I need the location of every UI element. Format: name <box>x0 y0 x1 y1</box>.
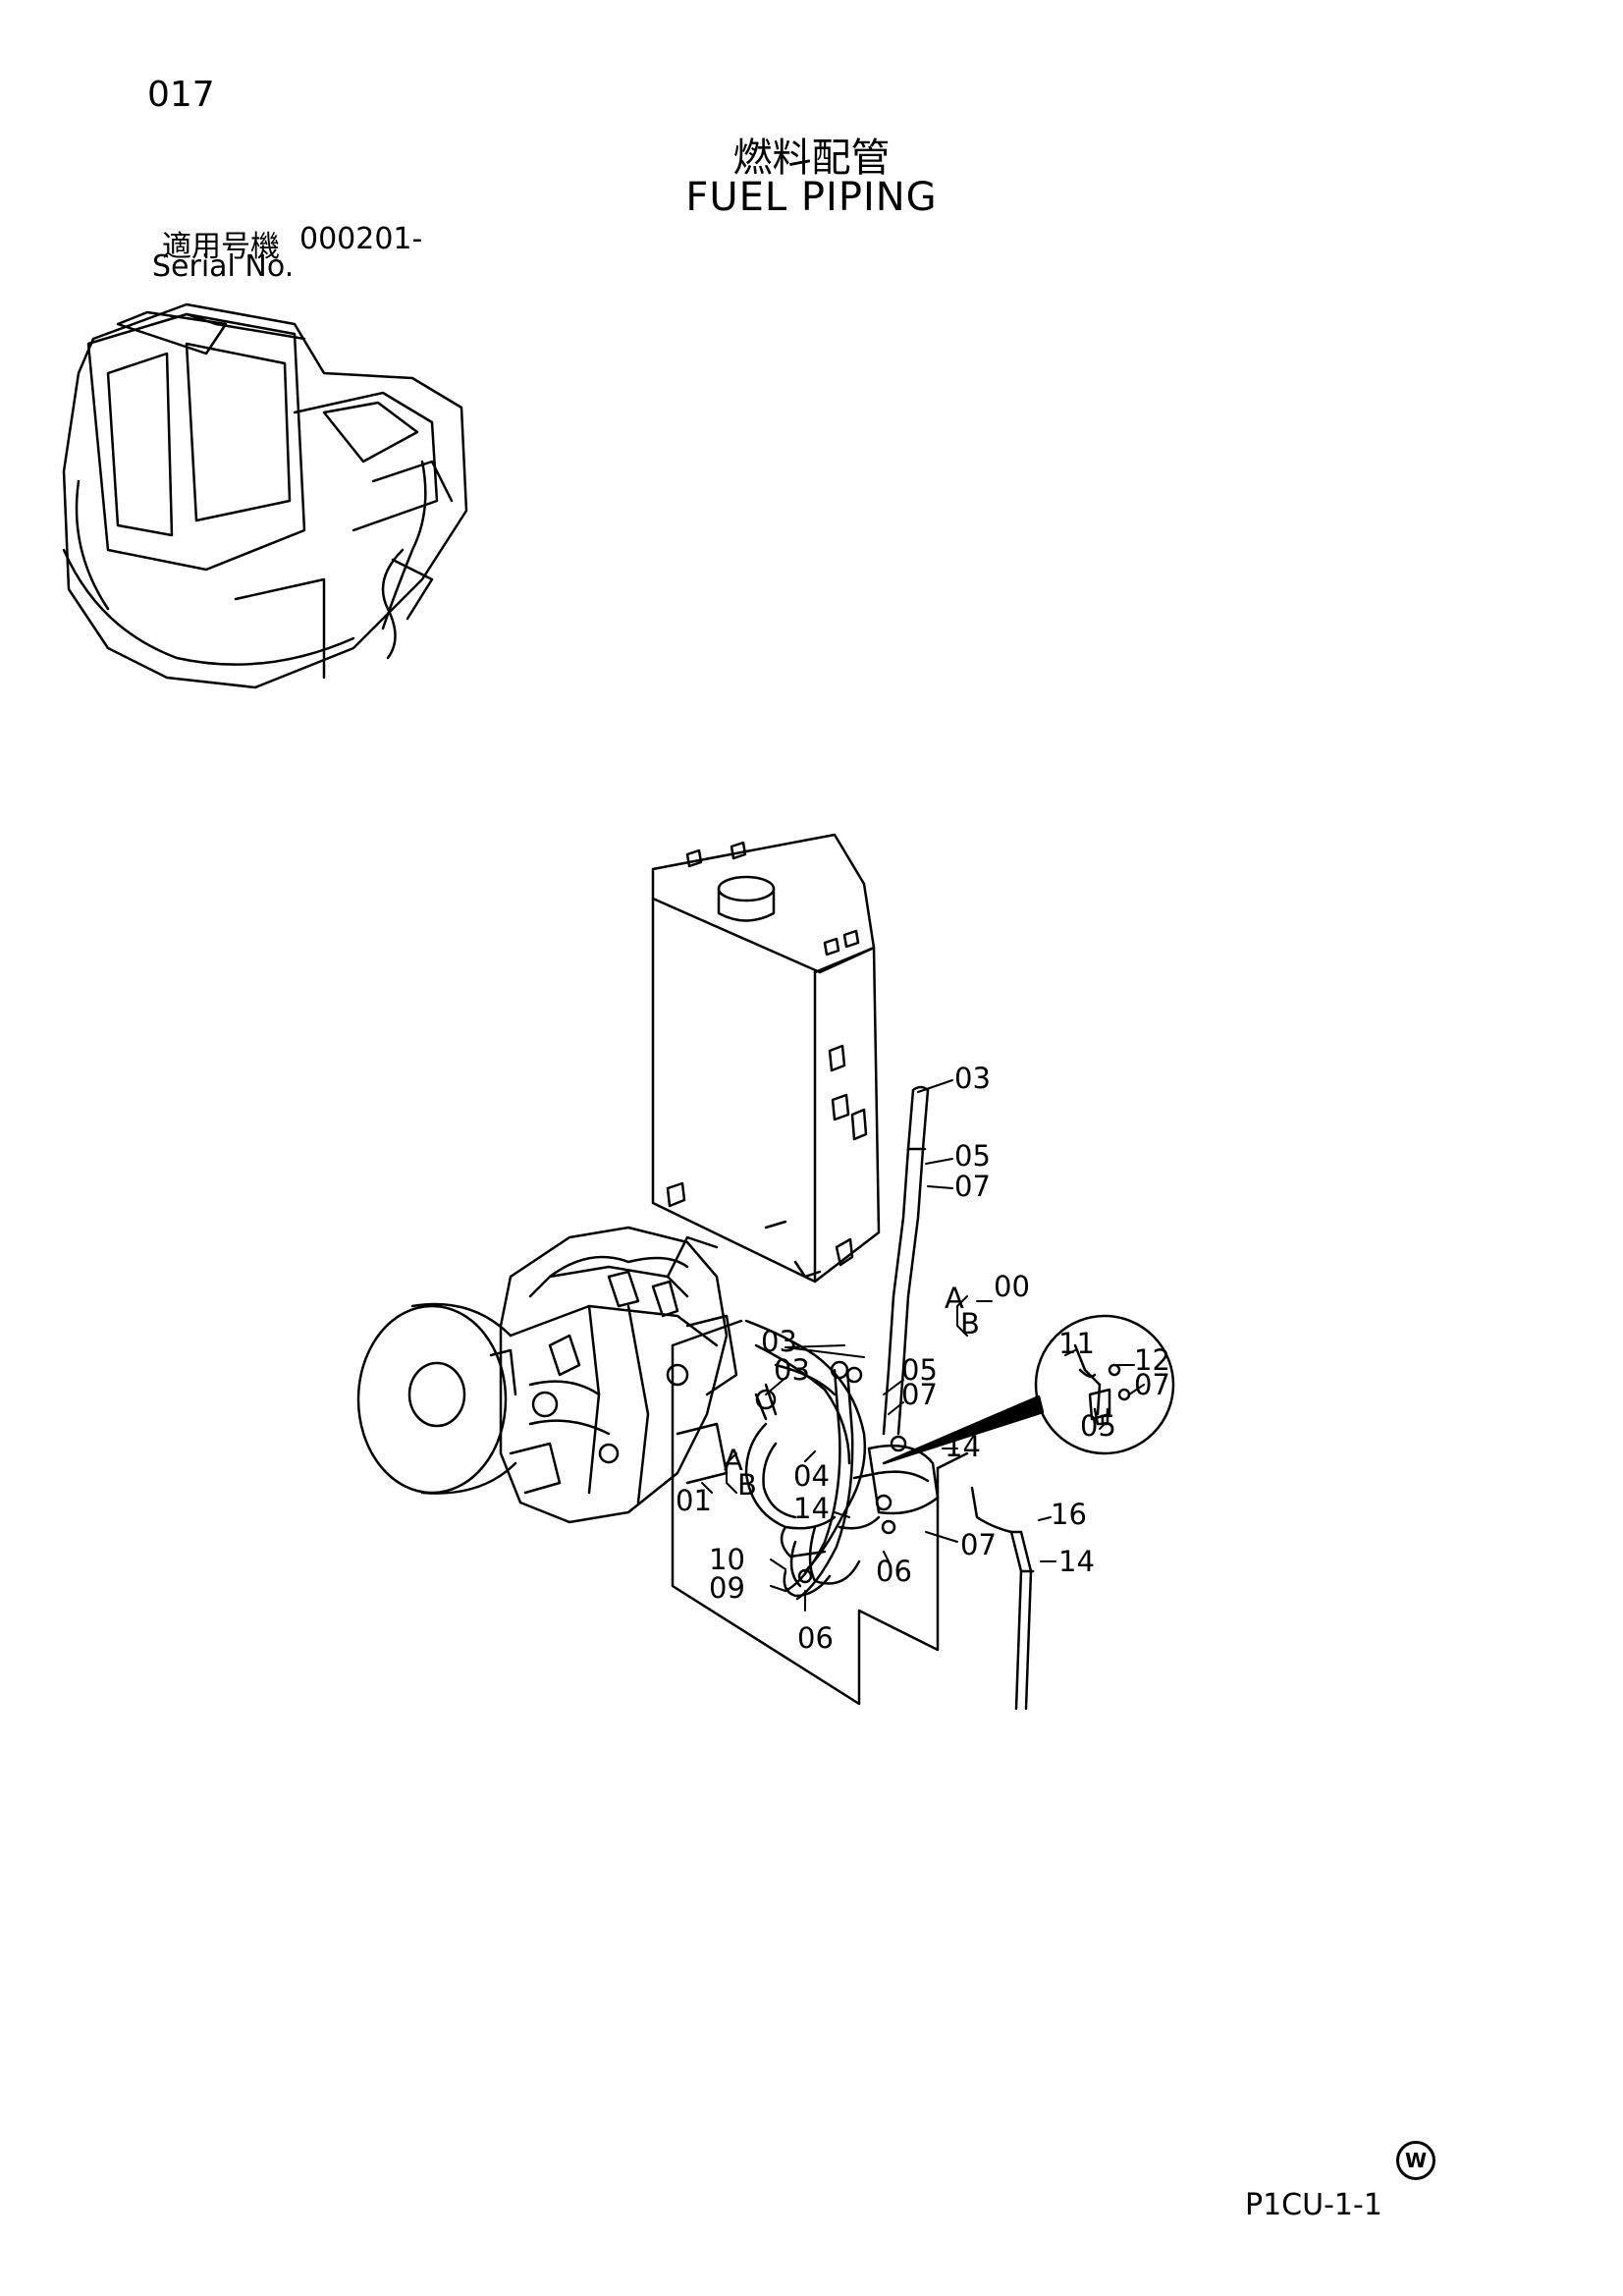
page-title-en: FUEL PIPING <box>685 175 938 220</box>
filter-assembly <box>671 1085 969 1706</box>
callout-05-mid: 05 <box>901 1353 938 1387</box>
figure-code: P1CU-1-1 <box>1245 2188 1382 2222</box>
leader-lines <box>701 1079 1145 1612</box>
callout-a-top: A <box>945 1282 964 1315</box>
callout-a-left: A <box>724 1444 743 1477</box>
callout-00: 00 <box>994 1270 1030 1303</box>
callout-05-detail: 05 <box>1080 1409 1116 1443</box>
callout-10: 10 <box>709 1543 745 1576</box>
callout-labels: 03 05 07 00 A B 03 03 05 07 11 12 07 05 … <box>676 1062 1170 1655</box>
machine-overview-sketch <box>62 302 468 689</box>
callout-03-mid-a: 03 <box>761 1325 797 1358</box>
serial-label-jp: 適用号機 <box>162 230 280 264</box>
callout-06-low: 06 <box>797 1621 834 1655</box>
callout-16: 16 <box>1051 1498 1087 1531</box>
callout-07-low: 07 <box>960 1528 997 1561</box>
callout-b-left: B <box>737 1468 757 1502</box>
serial-label-en: Serial No. <box>152 249 295 284</box>
callout-14-right: 14 <box>945 1430 981 1463</box>
callout-07-mid: 07 <box>901 1378 938 1411</box>
callout-12: 12 <box>1134 1343 1170 1377</box>
callout-01: 01 <box>676 1484 712 1517</box>
callout-07-detail: 07 <box>1134 1368 1170 1401</box>
callout-06-right: 06 <box>876 1555 912 1588</box>
serial-number: 000201- <box>299 222 423 256</box>
callout-04: 04 <box>793 1459 830 1493</box>
callout-07-top: 07 <box>954 1170 991 1203</box>
callout-11: 11 <box>1058 1327 1095 1360</box>
callout-03-mid-b: 03 <box>774 1353 810 1387</box>
detail-view-circle <box>882 1314 1175 1465</box>
callout-09: 09 <box>709 1571 745 1605</box>
page-number: 017 <box>147 75 215 115</box>
callout-03-top: 03 <box>954 1062 991 1095</box>
callout-14-low: 14 <box>1058 1545 1095 1578</box>
page-title-jp: 燃料配管 <box>732 136 891 181</box>
w-mark-icon: W <box>1396 2141 1435 2180</box>
fuel-tank <box>651 833 881 1284</box>
drain-hose <box>970 1486 1035 1711</box>
callout-05-top: 05 <box>954 1139 991 1173</box>
callout-b-top: B <box>960 1307 980 1340</box>
engine <box>356 1226 738 1524</box>
callout-14-mid: 14 <box>793 1492 830 1525</box>
